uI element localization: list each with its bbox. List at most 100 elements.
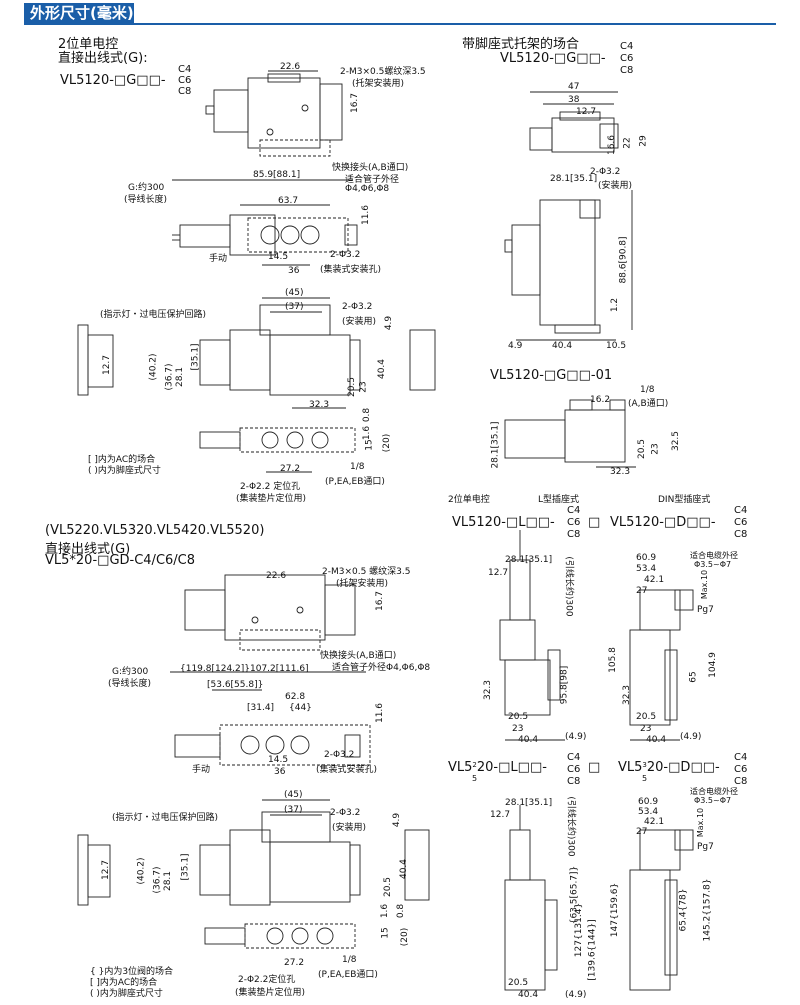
dim: 40.4 (377, 358, 388, 380)
dim: 28.1[35.1] (490, 421, 501, 469)
dim: 22.6 (266, 571, 287, 581)
dim: 38 (568, 95, 580, 105)
dim: (P,EA,EB通口) (325, 477, 385, 487)
dim: 28.1[35.1] (505, 798, 553, 808)
dim: 65 (688, 671, 699, 683)
dim: 23 (640, 724, 652, 734)
dim: Φ3.5~Φ7 (694, 560, 732, 569)
dim: (20) (382, 433, 393, 453)
dim: {44} (289, 703, 312, 713)
s4-code: C6 (734, 517, 748, 528)
dim: (导线长度) (108, 679, 152, 689)
s5-title-1: (VL5220.VL5320.VL5420.VL5520) (45, 523, 265, 538)
dim: 12.7 (101, 859, 112, 881)
dim: 62.8 (285, 692, 306, 702)
dim: 40.4 (518, 735, 539, 745)
dim: (4.9) (565, 732, 587, 742)
dim: (4.9) (680, 732, 702, 742)
dim: 2-M3×0.5螺纹深3.5 (340, 67, 426, 77)
dim: 1.6 (362, 425, 373, 441)
dim: 23 (358, 381, 369, 393)
dim: (36.7) (152, 866, 163, 894)
dim: 1/8 (342, 955, 357, 965)
dim: (集装垫片定位用) (235, 988, 306, 998)
s1-title-1: 2位单电控 (58, 37, 119, 52)
s6-code: C4 (567, 752, 581, 763)
dim: 32.3 (309, 400, 330, 410)
dim: (20) (400, 927, 411, 947)
dim: (引线长约)300 (563, 556, 574, 617)
note: [ ]内为AC的场合 (88, 455, 156, 465)
dim: 105.8 (607, 647, 618, 673)
dim: 147{159.6} (610, 882, 621, 938)
dim: 42.1 (644, 575, 665, 585)
s4-box: □ (588, 515, 601, 530)
dim: 20.5 (508, 712, 529, 722)
dim: 1.2 (610, 297, 621, 313)
dim: 28.1 (175, 366, 186, 388)
s3-view (504, 399, 636, 468)
dim: 适合电缆外径 (690, 551, 738, 560)
dim: 27.2 (280, 464, 301, 474)
dim: 95.8[98] (559, 665, 570, 705)
dim: 16.6 (607, 134, 618, 156)
dim: 14.5 (268, 755, 289, 765)
s5-top-view (184, 574, 356, 651)
dim: 0.8 (362, 407, 373, 423)
s2-code-1: C6 (620, 53, 634, 64)
dim: 145.2{157.8} (702, 878, 713, 942)
dim: 1/8 (350, 462, 365, 472)
dim: 28.1[35.1] (505, 555, 553, 565)
dim: 1.6 (380, 903, 391, 919)
dim: (安装用) (598, 181, 633, 191)
note: ( )内为脚座式尺寸 (90, 989, 163, 999)
dim: (集装式安装孔) (320, 265, 382, 275)
dim: 22.6 (280, 62, 301, 72)
s6-stack: 5 (472, 774, 478, 783)
dim: 14.5 (268, 252, 289, 262)
dim: (40.2) (136, 857, 147, 885)
header-rule (24, 23, 776, 25)
dim: 15 (364, 439, 375, 451)
s4-din-plug (629, 589, 694, 741)
dim: 27.2 (284, 958, 305, 968)
dim: (托架安装用) (352, 79, 405, 89)
dim: (指示灯・过电压保护回路) (100, 310, 207, 320)
s5-side-view (77, 799, 430, 906)
dim: (40.2) (148, 353, 159, 381)
dim: 32.5 (671, 430, 682, 452)
dim: 2-Φ3.2 (330, 250, 361, 260)
dim: 27 (636, 586, 648, 596)
dim: (45) (285, 288, 304, 298)
dim: 27 (636, 827, 648, 837)
s1-title-2: 直接出线式(G): (58, 51, 148, 66)
dim: (37) (284, 805, 303, 815)
dim: 53.4 (638, 807, 659, 817)
dim: 10.5 (606, 341, 627, 351)
dim: 32.3 (622, 684, 633, 706)
dim: Φ3.5~Φ7 (694, 796, 732, 805)
s1-top-view (205, 70, 343, 157)
s1-front-view (172, 179, 358, 266)
dim: 36 (274, 767, 286, 777)
dim: 85.9[88.1] (253, 170, 301, 180)
dim: 40.4 (399, 858, 410, 880)
s2-code-0: C4 (620, 41, 634, 52)
note: { }内为3位阀的场合 (90, 967, 174, 977)
s5-title-2: 直接出线式(G) (45, 542, 131, 557)
dim: 32.3 (610, 467, 631, 477)
dim: (托架安装用) (336, 579, 389, 589)
s1-code-1: C6 (178, 75, 192, 86)
dim: 2-Φ3.2 (342, 302, 373, 312)
dim: 快换接头(A,B通口) (320, 651, 397, 661)
dim: 15 (380, 927, 391, 939)
dim: 20.5 (508, 978, 529, 988)
s2-title: 带脚座式托架的场合 (462, 37, 580, 52)
dim: 2-Φ3.2 (330, 808, 361, 818)
dim: (集装式安装孔) (316, 765, 378, 775)
s1-side-view (77, 297, 436, 409)
dim: [53.6[55.8]} (207, 680, 264, 690)
s4-code: C4 (734, 505, 748, 516)
dim: 127{131.4} (574, 902, 585, 958)
s4-code: C8 (567, 529, 581, 540)
